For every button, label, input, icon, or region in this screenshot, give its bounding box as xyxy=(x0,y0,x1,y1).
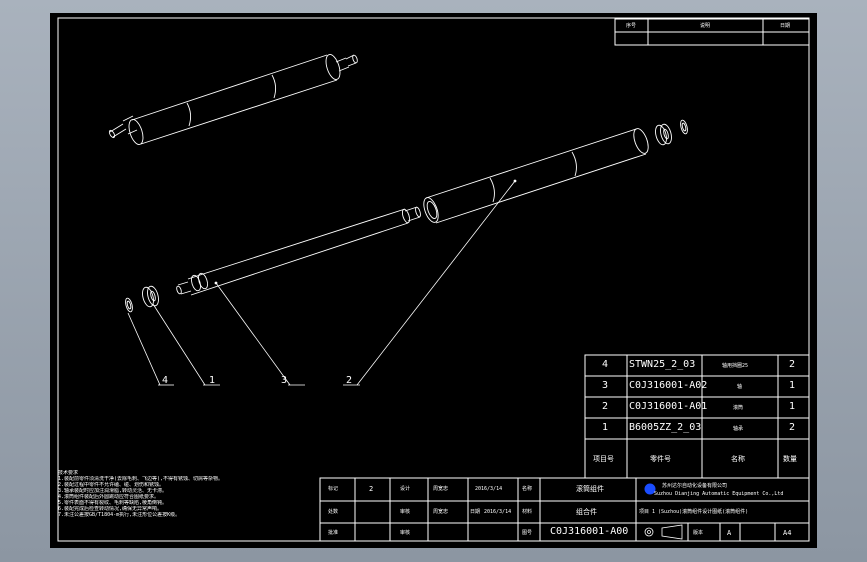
revision-table-lines xyxy=(614,18,810,46)
bom-row-1-no: 4 xyxy=(602,359,609,370)
title-block-lines xyxy=(319,477,810,542)
tb-drawing-no-label: 图号 xyxy=(522,530,533,536)
bom-header-qty: 数量 xyxy=(783,455,797,463)
tb-company-cn: 苏州达尔自动化设备有限公司 xyxy=(662,483,728,489)
tb-date-label: 日期 xyxy=(470,509,481,515)
bom-row-4-no: 1 xyxy=(602,422,609,433)
tb-version-label: 版本 xyxy=(693,530,704,536)
notes-line-5: 5.零件表面不得有裂纹、毛刺等缺陷,棱角倒钝。 xyxy=(58,500,168,506)
tb-mark-label: 标记 xyxy=(328,486,339,492)
bom-row-4-name: 轴承 xyxy=(733,426,744,432)
bom-row-3-qty: 1 xyxy=(789,401,796,412)
bom-header-item-no: 项目号 xyxy=(593,455,614,463)
notes-line-7: 7.未注公差按GB/T1804-m执行,未注形位公差按K级。 xyxy=(58,512,181,518)
balloon-dots xyxy=(214,179,517,285)
bom-row-1-name: 轴用挡圈25 xyxy=(722,363,749,369)
tb-name-label: 名称 xyxy=(522,486,533,492)
notes-line-6: 6.装配完成后检查转动情况,确保无异常声响。 xyxy=(58,506,163,512)
projection-symbol xyxy=(644,524,683,540)
assembled-roller-view xyxy=(108,54,358,145)
tb-approver-label: 审核 xyxy=(400,530,411,536)
bom-header-part-no: 零件号 xyxy=(650,455,671,463)
tb-designer-label: 设计 xyxy=(400,486,411,492)
balloon-2[interactable]: 2 xyxy=(346,375,353,386)
bom-row-3-code: C0J316001-A01 xyxy=(629,401,708,412)
balloon-1[interactable]: 1 xyxy=(209,375,216,386)
balloon-4[interactable]: 4 xyxy=(162,375,169,386)
bom-row-1-qty: 2 xyxy=(789,359,796,370)
bom-row-2-qty: 1 xyxy=(789,380,796,391)
notes-line-1: 1.装配前零件须清洗干净(去除毛刺、飞边等),不得有锈蚀、切屑等杂物。 xyxy=(58,476,224,482)
bom-row-3-name: 滚筒 xyxy=(733,405,744,411)
bom-header-name: 名称 xyxy=(731,455,745,463)
notes-line-2: 2.装配过程中零件不允许磕、碰、划伤和锈蚀。 xyxy=(58,482,165,488)
bom-row-3-no: 2 xyxy=(602,401,609,412)
exploded-view xyxy=(125,119,688,313)
bom-row-2-code: C0J316001-A02 xyxy=(629,380,708,391)
revision-header-no: 序号 xyxy=(626,23,637,29)
tb-material-label: 材料 xyxy=(522,509,533,515)
tb-checker-label: 审核 xyxy=(400,509,411,515)
drawing-sheet: 序号 说明 日期 4 1 3 2 4 STWN25_2_03 轴用挡圈25 2 … xyxy=(50,13,817,548)
technical-notes: 技术要求 1.装配前零件须清洗干净(去除毛刺、飞边等),不得有锈蚀、切屑等杂物。… xyxy=(58,470,238,518)
drawing-canvas xyxy=(57,17,810,542)
tb-approve-label: 批准 xyxy=(328,530,339,536)
tb-company-en: Suzhou Dianjing Automatic Equipment Co.,… xyxy=(654,491,784,497)
tb-check-date: 2016/3/14 xyxy=(484,509,512,515)
tb-drawing-no: C0J316001-A00 xyxy=(550,526,629,537)
drawing-frame xyxy=(57,17,810,542)
tb-mark-qty: 2 xyxy=(369,485,374,493)
notes-line-4: 4.滚筒组件装配后外圆跳动应符合图纸要求。 xyxy=(58,494,160,500)
tb-sheet-size: A4 xyxy=(783,529,792,537)
bom-row-4-code: B6005ZZ_2_03 xyxy=(629,422,702,433)
bom-row-4-qty: 2 xyxy=(789,422,796,433)
revision-header-date: 日期 xyxy=(780,23,791,29)
notes-line-3: 3.轴承装配时应加注润滑脂,转动灵活、无卡滞。 xyxy=(58,488,168,494)
tb-design-date: 2016/3/14 xyxy=(475,486,503,492)
bom-table-lines xyxy=(584,354,810,479)
bom-row-1-code: STWN25_2_03 xyxy=(629,359,696,370)
company-logo xyxy=(644,483,656,495)
tb-designer: 周宽忠 xyxy=(433,486,449,492)
bom-row-2-name: 轴 xyxy=(737,384,743,390)
tb-material: 组合件 xyxy=(576,508,597,516)
notes-title: 技术要求 xyxy=(58,470,79,476)
bom-row-2-no: 3 xyxy=(602,380,609,391)
tb-version: A xyxy=(727,529,732,537)
tb-count-label: 处数 xyxy=(328,509,339,515)
revision-header-desc: 说明 xyxy=(700,23,711,29)
balloon-leaders xyxy=(127,180,516,386)
balloon-3[interactable]: 3 xyxy=(281,375,288,386)
tb-project: 项目 1 (Suzhou)滚筒组件设计图纸(滚筒组件) xyxy=(639,509,749,515)
tb-checker: 周宽忠 xyxy=(433,509,449,515)
tb-part-name: 滚筒组件 xyxy=(576,485,604,493)
